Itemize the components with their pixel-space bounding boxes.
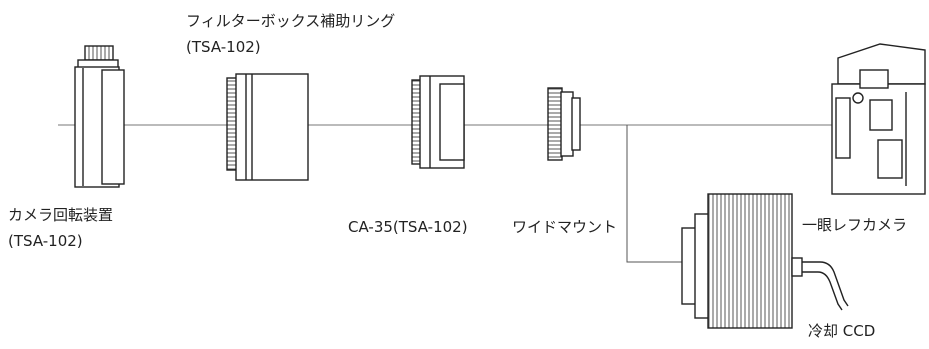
ca35-adapter-part bbox=[411, 75, 465, 169]
wide-mount-part bbox=[547, 87, 581, 161]
camera-rotator-part bbox=[74, 45, 125, 188]
ccd-branch-line bbox=[626, 125, 688, 263]
camera-rotator-label: カメラ回転装置 bbox=[8, 206, 114, 224]
filter-box-ring-part bbox=[226, 73, 309, 181]
filter-box-ring-label: フィルターボックス補助リング bbox=[186, 12, 396, 30]
ca35-label: CA-35(TSA-102) bbox=[348, 218, 468, 236]
wide-mount-label: ワイドマウント bbox=[512, 218, 618, 236]
slr-camera-label: 一眼レフカメラ bbox=[802, 216, 908, 234]
cooled-ccd-label: 冷却 CCD bbox=[808, 322, 876, 340]
slr-camera-part bbox=[831, 43, 926, 195]
cooled-ccd-part bbox=[681, 193, 849, 329]
camera-rotator-model-label: (TSA-102) bbox=[8, 232, 83, 250]
filter-box-ring-model-label: (TSA-102) bbox=[186, 38, 261, 56]
